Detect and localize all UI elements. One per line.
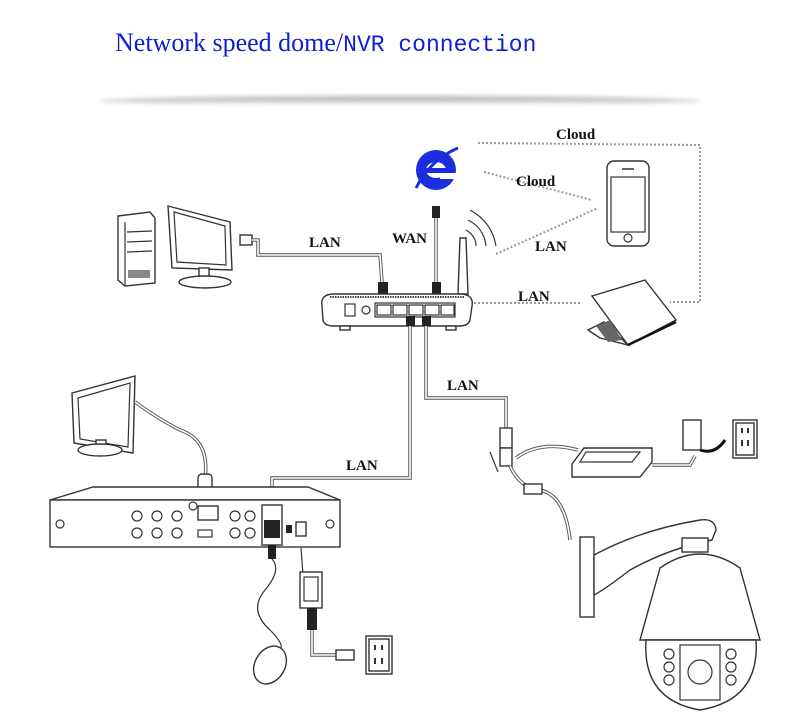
label-lan-nvr: LAN: [346, 458, 378, 474]
cable-router-poe: [422, 316, 508, 428]
nvr-monitor: [71, 375, 213, 495]
cloud-link-laptop: [477, 142, 701, 303]
lan-link-phone: [495, 207, 599, 255]
title-part-serif: Network speed dome/: [115, 28, 344, 57]
network-video-recorder: [49, 486, 341, 548]
internet-explorer-icon: [414, 146, 459, 190]
cloud-link-phone: [483, 171, 593, 201]
desktop-tower: [117, 211, 156, 287]
laptop: [586, 279, 678, 347]
poe-power-adapter: [571, 419, 727, 478]
wall-outlet-camera: [732, 419, 758, 459]
title-part-mono: NVR connection: [343, 32, 537, 58]
router-antenna: [457, 237, 469, 295]
cable-wan: [432, 206, 441, 294]
wireless-links: [474, 142, 701, 304]
smartphone: [606, 160, 650, 247]
label-lan-laptop: LAN: [518, 289, 550, 305]
label-wan: WAN: [392, 231, 427, 247]
label-lan-pc: LAN: [309, 235, 341, 251]
wall-outlet-nvr: [365, 635, 393, 675]
mouse: [252, 545, 288, 685]
nvr-power-adapter: [299, 547, 355, 661]
wireless-router: [321, 237, 473, 331]
label-cloud-top: Cloud: [556, 127, 596, 143]
label-cloud-mid: Cloud: [516, 174, 556, 190]
page-title: Network speed dome/NVR connection: [115, 28, 536, 58]
wifi-waves-icon: [465, 209, 497, 247]
poe-splitter: [489, 427, 579, 541]
speed-dome-camera: [579, 519, 761, 711]
pc-monitor: [167, 205, 233, 289]
cable-pc-router: [239, 234, 388, 294]
label-lan-poe: LAN: [447, 378, 479, 394]
title-shadow-divider: [100, 96, 700, 106]
cable-router-nvr: [270, 316, 415, 505]
label-lan-phone: LAN: [535, 239, 567, 255]
